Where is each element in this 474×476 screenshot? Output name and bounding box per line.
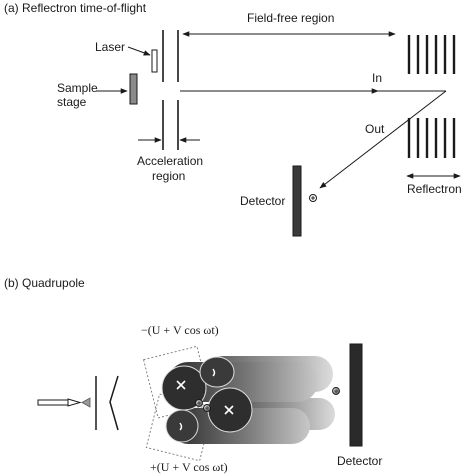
sample-stage	[129, 73, 138, 105]
panel-a-reflectron: (a) Reflectron time-of-flight Laser Samp…	[4, 1, 462, 237]
top-voltage-label: −(U + V cos ωt)	[141, 323, 219, 337]
laser-pointer-arrow	[127, 46, 151, 56]
reflectron-electrodes	[407, 35, 456, 158]
detector-a-label: Detector	[240, 194, 285, 208]
ion-source-needle	[37, 397, 91, 408]
reflectron-label: Reflectron	[407, 182, 462, 196]
entrance-lens	[95, 375, 119, 431]
panel-a-title: (a) Reflectron time-of-flight	[4, 1, 147, 15]
sample-stage-label-line2: stage	[57, 95, 87, 109]
acceleration-label-line1: Acceleration	[137, 154, 203, 168]
laser-label: Laser	[95, 40, 125, 54]
detector-a	[292, 165, 302, 237]
ion-path-out-arrow	[319, 90, 447, 189]
quadrupole-rods	[161, 356, 335, 444]
out-label: Out	[365, 122, 385, 136]
rod-end-c	[199, 356, 235, 388]
bottom-voltage-label: +(U + V cos ωt)	[150, 460, 228, 474]
lower-dotted-box	[145, 393, 214, 462]
acceleration-grids	[162, 30, 179, 150]
panel-b-quadrupole: (b) Quadrupole −(U + V cos ωt) +(U + V c…	[4, 276, 382, 474]
ion-symbol-icon	[309, 194, 317, 202]
field-free-region-label: Field-free region	[247, 11, 334, 25]
laser-window	[151, 49, 158, 73]
ion-beam-icons	[195, 387, 340, 412]
acceleration-label-line2: region	[152, 169, 185, 183]
detector-b-label: Detector	[337, 454, 382, 468]
in-label: In	[372, 71, 382, 85]
detector-b	[349, 343, 363, 447]
panel-b-title: (b) Quadrupole	[4, 276, 85, 290]
sample-stage-label-line1: Sample	[57, 81, 98, 95]
rod-polarity-marks	[176, 368, 234, 431]
